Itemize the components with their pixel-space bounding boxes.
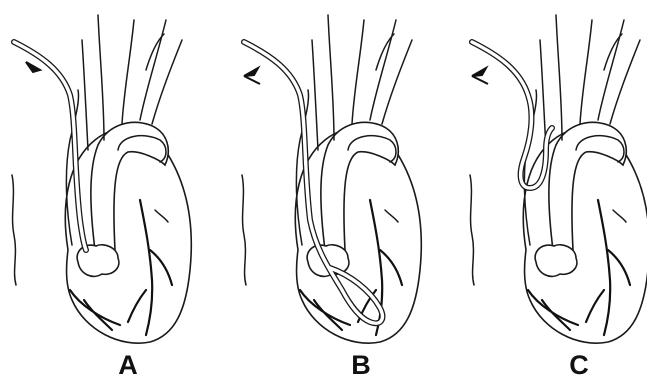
panel-b [242, 15, 421, 343]
panel-label-c: C [549, 352, 609, 379]
panel-label-a: A [98, 352, 158, 379]
panel-c [470, 15, 647, 343]
inward-arrow-icon [26, 62, 40, 72]
outward-arrow-icon [472, 68, 488, 84]
panel-a [12, 15, 191, 343]
outward-arrow-icon [244, 68, 260, 84]
panel-label-b: B [331, 352, 391, 379]
